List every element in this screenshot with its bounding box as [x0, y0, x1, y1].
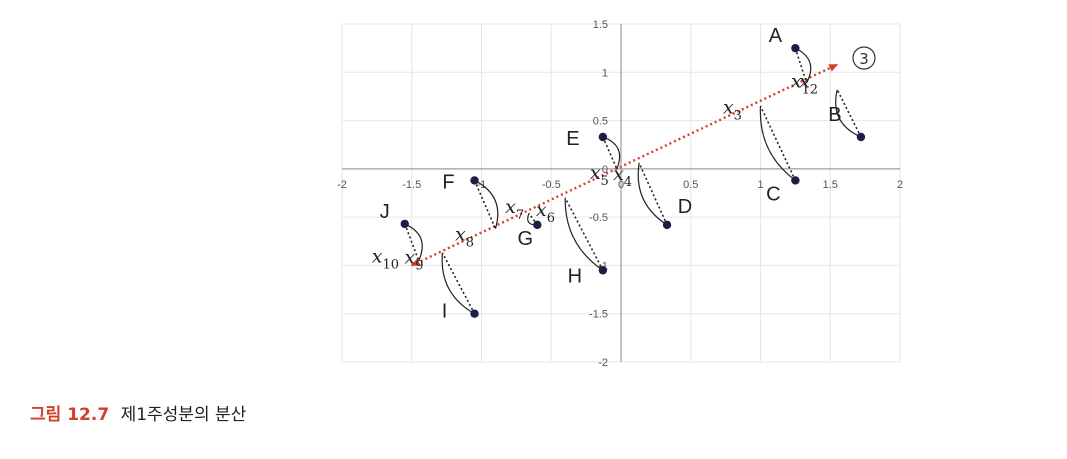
distance-label: x10 — [372, 245, 399, 272]
data-point — [856, 132, 866, 142]
distance-subscript: 4 — [624, 175, 632, 190]
y-tick-label: -2 — [598, 357, 608, 369]
x-tick-label: -1.5 — [402, 179, 421, 191]
component-number-circle — [852, 46, 876, 70]
distance-arc — [759, 106, 796, 181]
data-point — [598, 266, 608, 275]
x-tick-label: 1 — [757, 179, 763, 191]
distance-arc — [441, 252, 475, 315]
data-point — [470, 176, 479, 185]
y-tick-label: -0.5 — [589, 212, 608, 224]
point-label: A — [769, 25, 783, 47]
distance-label: x8 — [455, 224, 474, 251]
data-point — [791, 43, 800, 53]
figure-number: 그림 12.7 — [30, 405, 110, 425]
distance-arc — [474, 179, 499, 229]
projection-line — [564, 197, 604, 271]
point-label: F — [442, 171, 454, 193]
y-tick-label: 1 — [602, 67, 608, 79]
projection-line — [759, 105, 797, 181]
figure-title: 제1주성분의 분산 — [120, 405, 247, 425]
x-tick-label: 2 — [897, 179, 903, 191]
projection-line — [404, 223, 420, 261]
data-point — [791, 176, 800, 185]
y-tick-label: 0.5 — [593, 116, 608, 128]
distance-subscript: 1 — [802, 83, 810, 98]
projection-line — [602, 136, 618, 170]
y-tick-label: 1.5 — [593, 19, 608, 31]
x-tick-label: -2 — [337, 179, 347, 191]
projection-line — [794, 47, 808, 84]
distance-subscript: 5 — [601, 174, 609, 189]
point-label: H — [568, 265, 582, 287]
point-label: G — [518, 228, 534, 250]
distance-arc — [835, 89, 862, 138]
distance-subscript: 2 — [810, 82, 818, 97]
point-label: E — [566, 128, 579, 150]
point-label: B — [828, 104, 841, 126]
distance-subscript: 3 — [734, 108, 742, 123]
distance-arc — [564, 197, 604, 271]
data-point — [662, 220, 672, 230]
point-label: D — [678, 196, 692, 218]
data-point — [400, 219, 409, 229]
projection-line — [638, 162, 668, 226]
y-tick-label: -1.5 — [589, 309, 608, 321]
point-label: I — [442, 301, 448, 323]
pca-projection-chart: -2-1.5-1-0.500.511.521.510.50-0.5-1-1.5-… — [337, 19, 903, 369]
principal-component-axis — [410, 63, 839, 267]
distance-subscript: 7 — [516, 208, 524, 223]
component-number-label: 3 — [859, 50, 869, 68]
distance-arc — [637, 162, 668, 226]
data-point — [598, 132, 608, 142]
distance-subscript: 9 — [415, 258, 423, 273]
distance-arc — [404, 223, 423, 261]
x-tick-label: 1.5 — [823, 179, 838, 191]
distance-subscript: 8 — [466, 236, 474, 251]
distance-label: x3 — [723, 96, 742, 123]
distance-subscript: 6 — [547, 211, 555, 226]
distance-subscript: 10 — [382, 257, 399, 272]
x-tick-label: -0.5 — [542, 179, 561, 191]
point-label: J — [380, 201, 390, 223]
figure-caption: 그림 12.7 제1주성분의 분산 — [30, 400, 246, 425]
data-point — [533, 220, 542, 230]
x-tick-label: 0.5 — [683, 179, 698, 191]
point-label: C — [766, 183, 780, 205]
data-point — [470, 309, 479, 318]
